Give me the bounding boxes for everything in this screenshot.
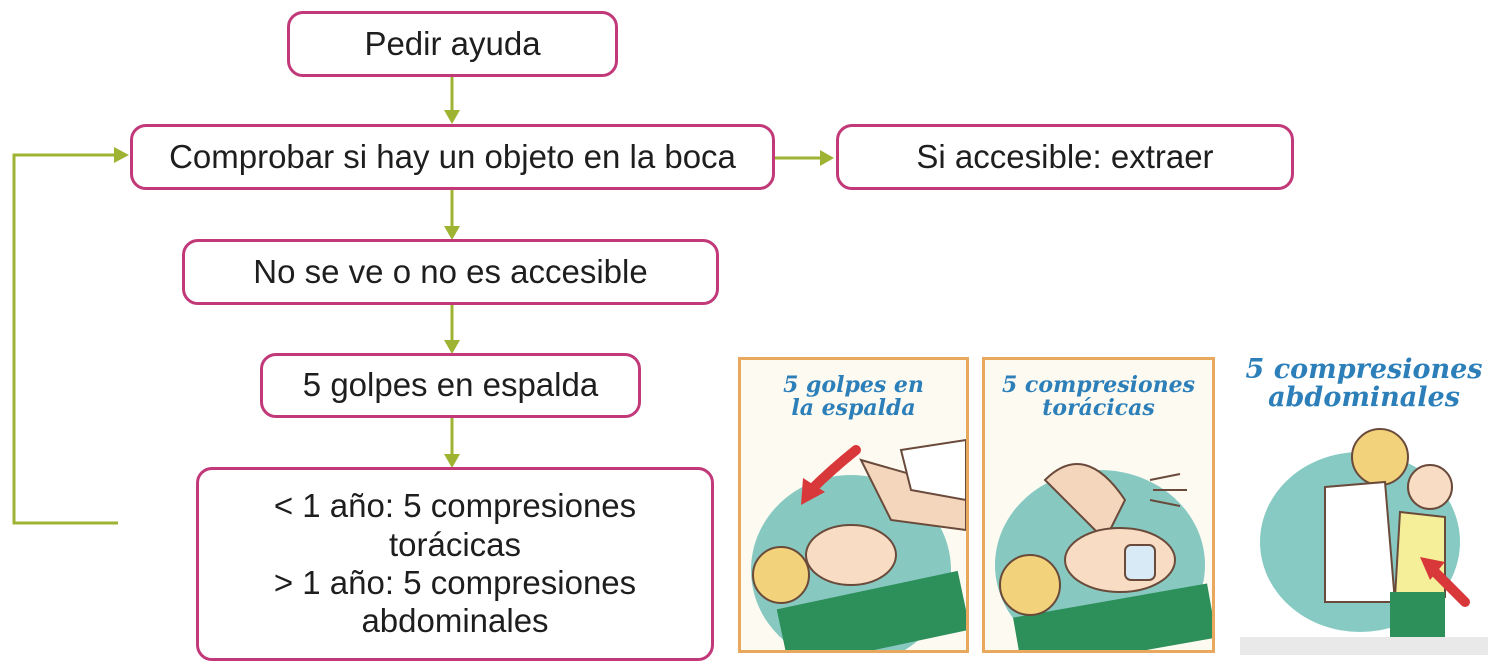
illustration-back-blows-title-line2: la espalda bbox=[791, 395, 916, 422]
step-ask-for-help-label: Pedir ayuda bbox=[364, 24, 541, 62]
illustration-abdominal-compressions-title-line2: abdominales bbox=[1268, 382, 1460, 414]
illustration-chest-compressions: 5 compresiones torácicas bbox=[982, 357, 1215, 653]
illustration-chest-compressions-title-line2: torácicas bbox=[1042, 395, 1155, 422]
compressions-line-4: abdominales bbox=[361, 602, 549, 640]
illustration-back-blows-drawing bbox=[751, 438, 966, 650]
illustration-abdominal-compressions: 5 compresiones abdominales bbox=[1240, 352, 1488, 655]
illustration-abdominal-compressions-drawing bbox=[1240, 428, 1488, 655]
step-if-accessible-extract: Si accesible: extraer bbox=[836, 124, 1294, 190]
illustration-back-blows: 5 golpes en la espalda bbox=[738, 357, 969, 653]
step-back-blows-label: 5 golpes en espalda bbox=[302, 366, 599, 404]
compressions-line-3: > 1 año: 5 compresiones bbox=[273, 564, 637, 601]
step-if-accessible-extract-label: Si accesible: extraer bbox=[916, 137, 1214, 175]
illustration-chest-compressions-title: 5 compresiones torácicas bbox=[985, 372, 1212, 422]
illustration-abdominal-compressions-title: 5 compresiones abdominales bbox=[1240, 354, 1488, 414]
step-not-visible-label: No se ve o no es accesible bbox=[253, 252, 648, 290]
illustration-chest-compressions-drawing bbox=[995, 463, 1212, 650]
illustration-back-blows-title: 5 golpes en la espalda bbox=[741, 372, 966, 422]
step-not-visible: No se ve o no es accesible bbox=[182, 239, 719, 305]
step-ask-for-help: Pedir ayuda bbox=[287, 11, 618, 77]
compressions-line-2: torácicas bbox=[388, 525, 522, 563]
illustration-abdominal-compressions-title-line1: 5 compresiones bbox=[1245, 354, 1483, 385]
illustration-chest-compressions-title-line1: 5 compresiones bbox=[1001, 372, 1196, 398]
step-back-blows: 5 golpes en espalda bbox=[260, 353, 641, 418]
loop-back-line bbox=[12, 153, 118, 525]
step-compressions: < 1 año: 5 compresiones torácicas > 1 añ… bbox=[196, 467, 714, 661]
step-check-mouth: Comprobar si hay un objeto en la boca bbox=[130, 124, 775, 190]
step-check-mouth-label: Comprobar si hay un objeto en la boca bbox=[169, 137, 736, 175]
compressions-line-1: < 1 año: 5 compresiones bbox=[273, 487, 637, 525]
illustration-back-blows-title-line1: 5 golpes en bbox=[783, 372, 924, 398]
